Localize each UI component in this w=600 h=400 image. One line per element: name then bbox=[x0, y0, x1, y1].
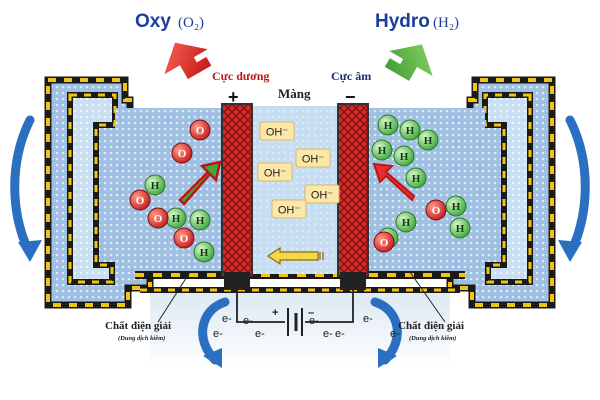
atom-symbol: H bbox=[402, 217, 411, 229]
membrane-label: Màng bbox=[278, 86, 311, 101]
hydrogen-atom: H bbox=[371, 139, 393, 161]
oxygen-atom: O bbox=[425, 199, 447, 221]
electron-label: e- bbox=[243, 315, 253, 327]
oxygen-label: Oxy bbox=[135, 11, 171, 32]
oxygen-atom: O bbox=[147, 207, 169, 229]
atom-symbol: H bbox=[151, 180, 160, 192]
atom-symbol: H bbox=[378, 145, 387, 157]
hydrogen-atom: H bbox=[405, 167, 427, 189]
anode-label: Cực dương bbox=[212, 69, 269, 83]
oxygen-atom: O bbox=[373, 231, 395, 253]
electron-label: e- bbox=[213, 328, 223, 340]
hydroxide-ion-label: OH⁻ bbox=[302, 154, 325, 166]
hydrogen-atom: H bbox=[377, 114, 399, 136]
atom-symbol: H bbox=[384, 120, 393, 132]
electron-label: e- bbox=[222, 313, 232, 325]
electron-label: e- bbox=[390, 328, 400, 340]
wire-right bbox=[305, 290, 354, 323]
hydrogen-atom: H bbox=[399, 119, 421, 141]
cathode-label: Cực âm bbox=[331, 69, 371, 83]
hydroxide-ion-label: OH⁻ bbox=[311, 190, 334, 202]
hydrogen-atom: H bbox=[165, 207, 187, 229]
hydrogen-out-arrow bbox=[384, 44, 433, 81]
cathode-electrode bbox=[337, 103, 369, 277]
hydrogen-atom: H bbox=[144, 174, 166, 196]
hydrogen-formula: (H₂) bbox=[433, 15, 459, 31]
oxygen-atom: O bbox=[189, 119, 211, 141]
hydroxide-ion-label: OH⁻ bbox=[264, 168, 287, 180]
wire-left bbox=[236, 290, 285, 323]
atom-symbol: H bbox=[412, 173, 421, 185]
hydrogen-atom: H bbox=[449, 217, 471, 239]
atom-symbol: O bbox=[178, 148, 187, 160]
atom-symbol: O bbox=[432, 205, 441, 217]
hydroxide-ion: OH⁻ bbox=[295, 148, 331, 168]
atom-symbol: H bbox=[196, 215, 205, 227]
atom-symbol: H bbox=[400, 151, 409, 163]
ion-flow-arrow bbox=[266, 246, 319, 266]
atom-symbol: H bbox=[172, 213, 181, 225]
hydrogen-atom: H bbox=[393, 145, 415, 167]
hydroxide-ion: OH⁻ bbox=[257, 162, 293, 182]
atom-symbol: H bbox=[406, 125, 415, 137]
oxygen-out-arrow bbox=[164, 42, 212, 80]
plus-sign: + bbox=[228, 87, 239, 107]
cathode-reaction-arrow bbox=[372, 162, 416, 202]
atom-symbol: H bbox=[452, 201, 461, 213]
cathode-terminal bbox=[340, 272, 366, 290]
atom-symbol: H bbox=[424, 135, 433, 147]
anode-reaction-arrow bbox=[178, 160, 222, 206]
atom-symbol: H bbox=[456, 223, 465, 235]
electrolyte-sub-right: (Dung dịch kiềm) bbox=[409, 335, 456, 342]
electrolyte-label-right: Chất điện giải bbox=[398, 320, 464, 332]
electron-label: e- bbox=[363, 313, 373, 325]
atoms-layer: OOHOHHOOHHHHHHHOHHHHO bbox=[129, 114, 471, 263]
anode-electrode bbox=[221, 103, 253, 277]
atom-symbol: O bbox=[154, 213, 163, 225]
electron-labels-layer: e-e-e-e-e-e-e-e-e- bbox=[213, 313, 400, 340]
electron-label: e- bbox=[255, 328, 265, 340]
atom-symbol: O bbox=[136, 195, 145, 207]
hydroxide-ion: OH⁻ bbox=[271, 199, 307, 219]
hydroxide-ion-label: OH⁻ bbox=[278, 205, 301, 217]
anode-terminal bbox=[224, 272, 250, 290]
hydrogen-atom: H bbox=[445, 195, 467, 217]
oxygen-atom: O bbox=[171, 142, 193, 164]
right-circulation-arrow bbox=[565, 115, 590, 255]
hydroxide-ion-label: OH⁻ bbox=[266, 127, 289, 139]
electrolyte-label-left: Chất điện giải bbox=[105, 320, 171, 332]
left-circulation-arrow bbox=[10, 115, 35, 255]
electron-label: e- bbox=[335, 328, 345, 340]
oxygen-atom: O bbox=[173, 227, 195, 249]
hydrogen-label: Hydro bbox=[375, 11, 430, 32]
battery-minus-sign: – bbox=[308, 307, 314, 319]
atom-symbol: O bbox=[196, 125, 205, 137]
hydroxide-ion: OH⁻ bbox=[304, 184, 340, 204]
hydrogen-atom: H bbox=[395, 211, 417, 233]
oxygen-atom: O bbox=[129, 189, 151, 211]
battery-plus-sign: + bbox=[272, 307, 278, 319]
atom-symbol: H bbox=[200, 247, 209, 259]
hydrogen-atom: H bbox=[417, 129, 439, 151]
atom-symbol: O bbox=[380, 237, 389, 249]
oxygen-formula: (O₂) bbox=[178, 15, 204, 31]
atom-symbol: O bbox=[180, 233, 189, 245]
electron-label: e- bbox=[309, 315, 319, 327]
minus-sign: − bbox=[345, 87, 356, 107]
electrolyte-sub-left: (Dung dịch kiềm) bbox=[118, 335, 165, 342]
electron-label: e- bbox=[323, 328, 333, 340]
hydroxide-ions-layer: OH⁻ OH⁻ OH⁻ OH⁻ OH⁻ bbox=[257, 121, 340, 219]
hydrogen-atom: H bbox=[193, 241, 215, 263]
hydroxide-ion: OH⁻ bbox=[259, 121, 295, 141]
hydrogen-atom: H bbox=[189, 209, 211, 231]
